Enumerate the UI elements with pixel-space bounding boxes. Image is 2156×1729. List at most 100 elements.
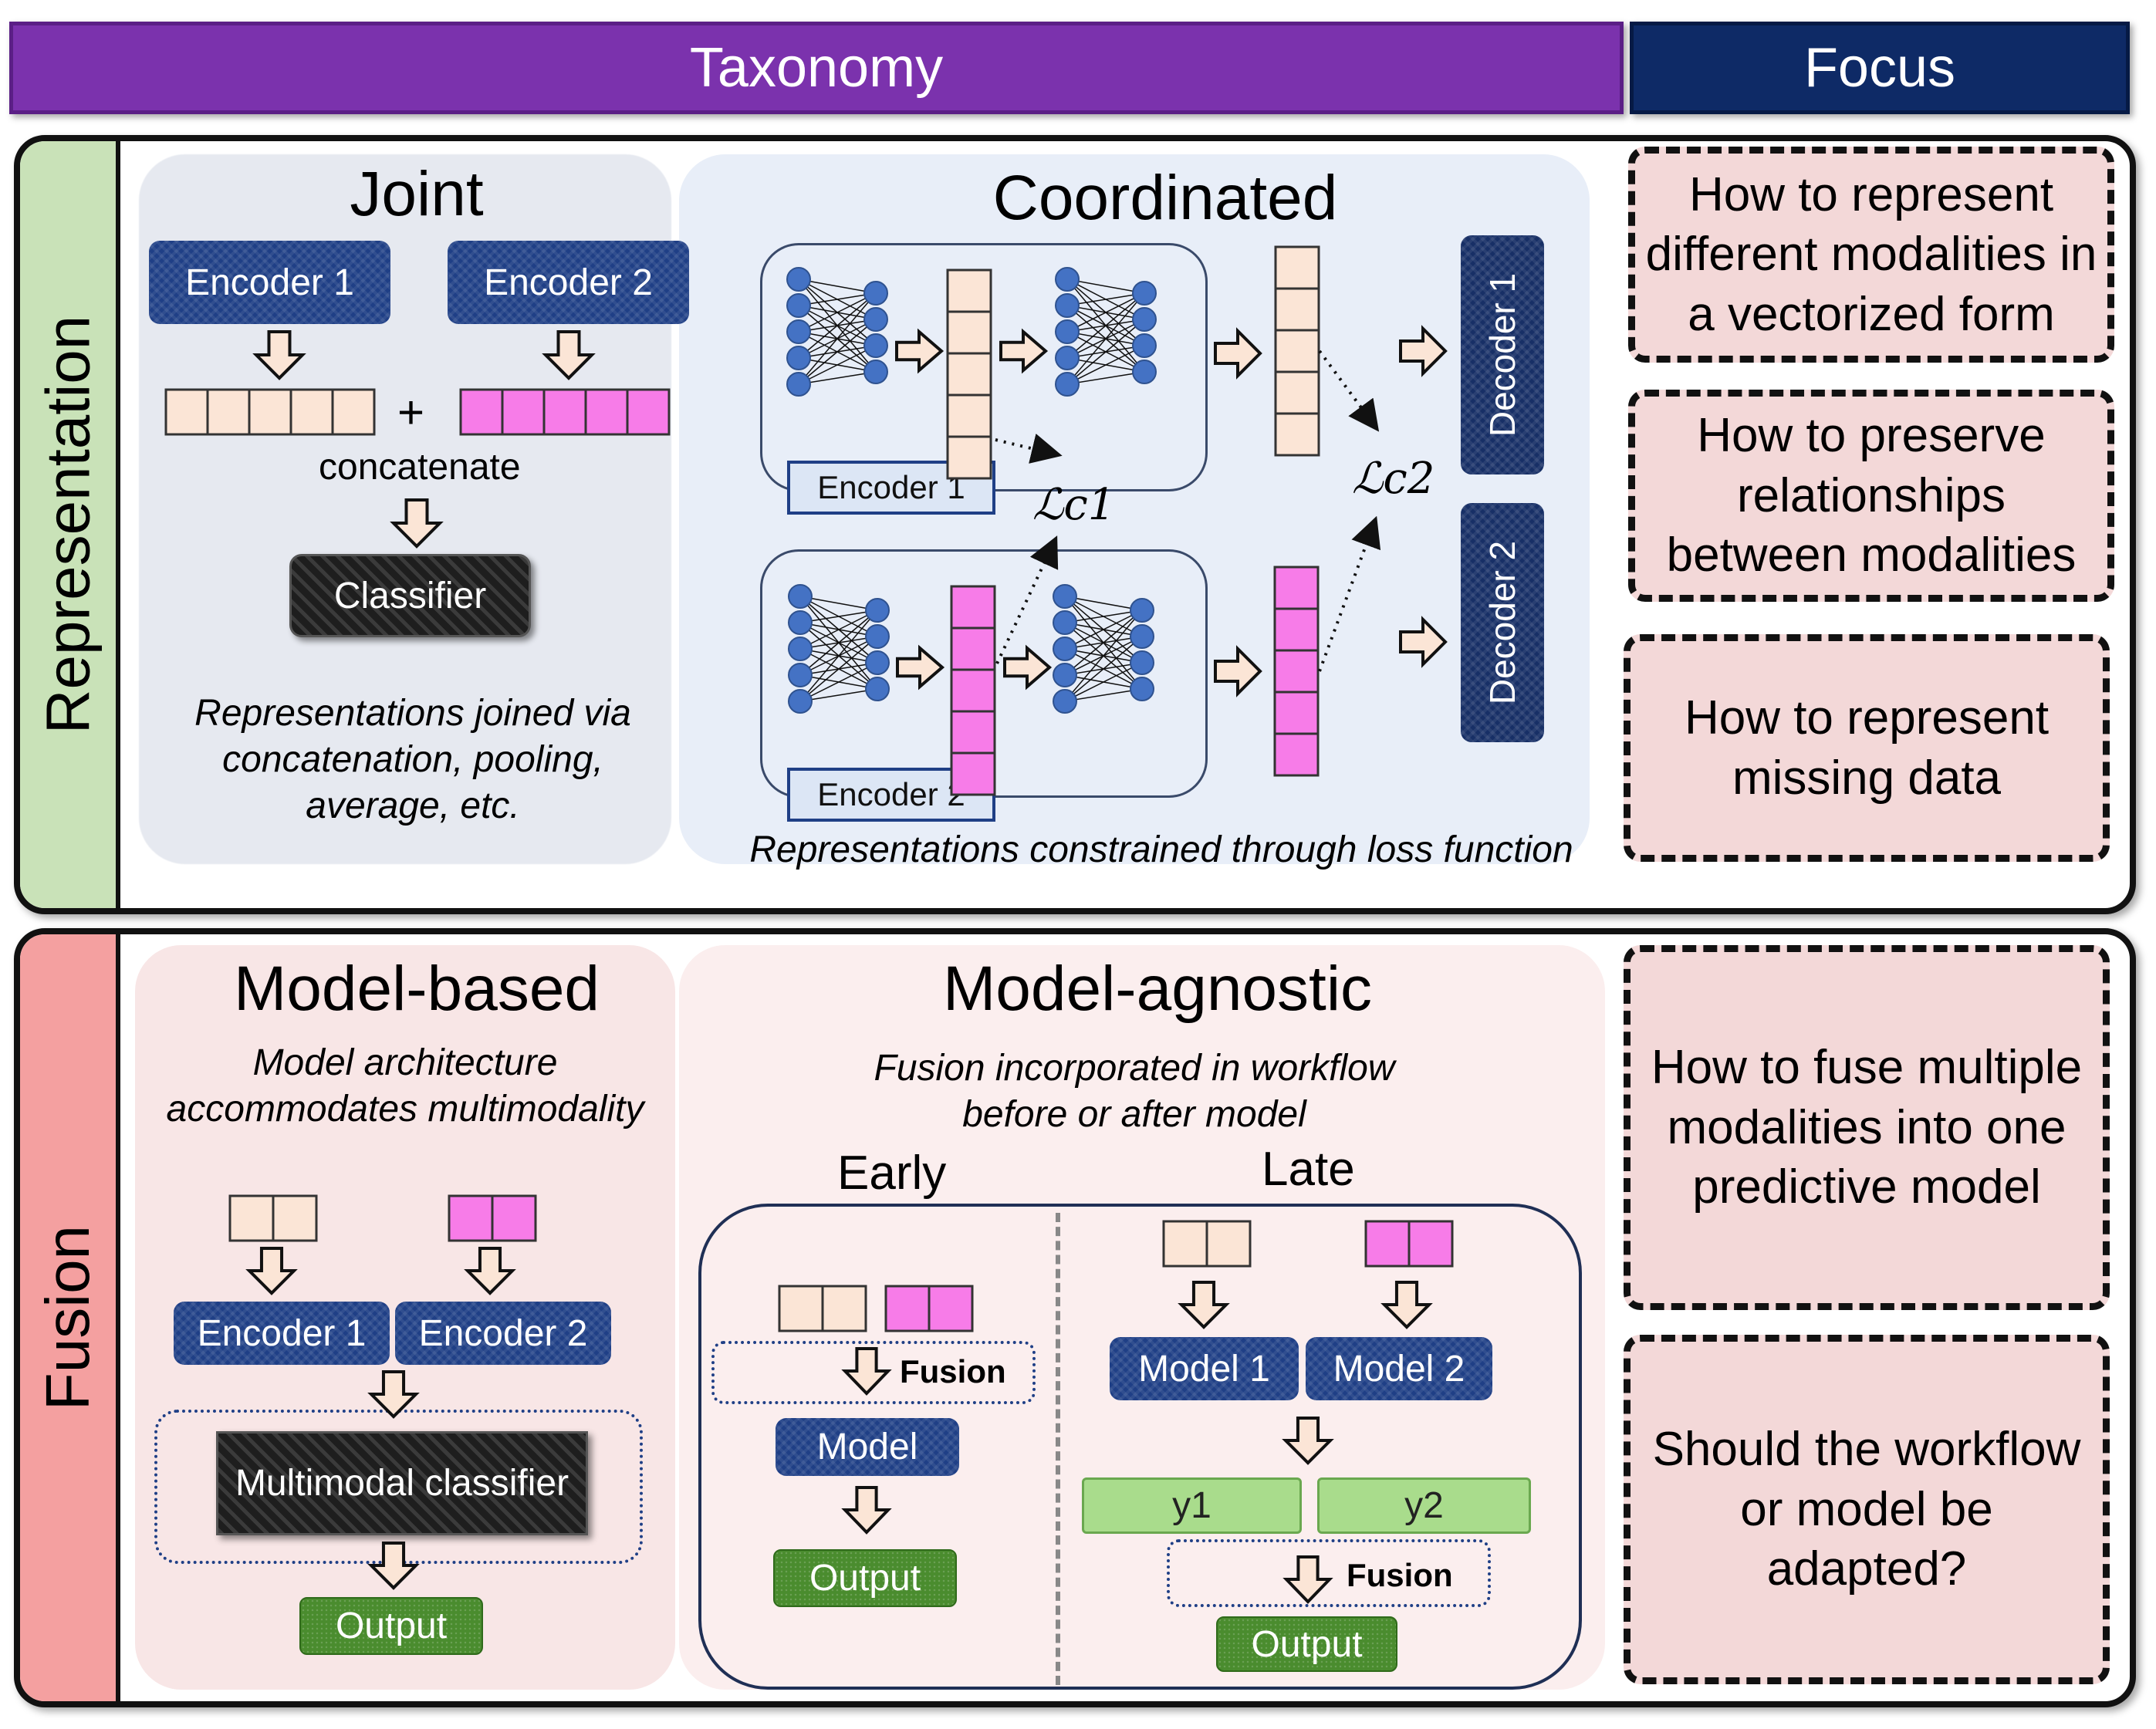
early-output: Output [773, 1549, 957, 1607]
coord-net-1b-edge [1066, 292, 1145, 385]
taxonomy-header: Taxonomy [9, 22, 1624, 114]
coord-net-1a-node [863, 333, 888, 358]
joint-caption: Representations joined via concatenation… [147, 691, 679, 829]
coord-output-1-cell [1274, 370, 1320, 415]
mb-modality-2-cell [448, 1194, 494, 1242]
late-modality-1-cell [1162, 1220, 1208, 1268]
coord-net-1a-edge [798, 345, 877, 385]
coord-latent-1-cell [946, 435, 992, 480]
coord-net-1a-edge [798, 292, 877, 306]
late-output: Output [1216, 1616, 1397, 1672]
joint-caption-line: Representations joined via [194, 693, 631, 734]
joint-arrow-icon [390, 498, 444, 549]
late-model-1: Model 1 [1110, 1337, 1299, 1400]
joint-concatenate-label: concatenate [319, 447, 521, 488]
joint-arrow-icon [542, 330, 596, 380]
coord-output-2-cell [1273, 649, 1320, 694]
model-agnostic-title: Model-agnostic [942, 954, 1373, 1024]
model-agnostic-workflow-box [698, 1204, 1582, 1690]
coord-output-1-cell [1274, 287, 1320, 332]
coord-latent-1-cell [946, 268, 992, 313]
joint-vector-2-cell [542, 388, 587, 436]
focus-vectorized-form: How to represent different modalities in… [1628, 147, 2114, 363]
coord-net-2a-edge [799, 596, 878, 611]
coord-output-2-cell [1273, 691, 1320, 735]
joint-vector-1-cell [248, 388, 292, 436]
coord-net-1b-node [1132, 307, 1157, 332]
coord-net-2b-node [1053, 584, 1077, 609]
coord-arrow-icon [1214, 645, 1262, 697]
early-arrow-icon [841, 1486, 892, 1535]
joint-vector-2-cell [584, 388, 629, 436]
coord-latent-2-cell [950, 751, 996, 796]
loss-c2-text: ℒc2 [1352, 454, 1435, 504]
joint-encoder-1: Encoder 1 [149, 241, 390, 324]
loss-c2-label: ℒc2 [1352, 454, 1435, 504]
coord-net-2a-node [865, 624, 890, 649]
joint-vector-1-cell [289, 388, 334, 436]
coord-output-1-cell [1274, 329, 1320, 373]
coord-net-1a-node [786, 346, 811, 370]
joint-arrow-icon [252, 330, 306, 380]
early-fusion-label: Fusion [900, 1353, 1006, 1390]
coord-net-1a-edge [798, 319, 877, 385]
early-arrow-icon [841, 1347, 892, 1396]
coord-net-1b-node [1055, 372, 1080, 397]
coord-net-2b-node [1053, 663, 1077, 687]
late-arrow-icon [1178, 1281, 1230, 1329]
coord-net-2b-node [1053, 689, 1077, 714]
coord-output-2-cell [1273, 732, 1320, 777]
early-modality-2-cell [928, 1285, 974, 1332]
late-fusion-box [1167, 1539, 1491, 1607]
model-agnostic-caption-line: Fusion incorporated in workflow [874, 1048, 1395, 1089]
coord-latent-1-cell [946, 393, 992, 438]
model-based-caption: Model architecture accommodates multimod… [139, 1040, 671, 1133]
coord-latent-2-cell [950, 668, 996, 713]
late-fusion-label: Fusion [1347, 1557, 1453, 1593]
model-based-output: Output [299, 1597, 483, 1655]
coordinated-title: Coordinated [992, 163, 1338, 233]
coord-net-2b-node [1053, 637, 1077, 661]
coord-net-2a-node [788, 689, 813, 714]
coord-net-1b-node [1132, 333, 1157, 358]
focus-adapt-workflow: Should the workflow or model be adapted? [1624, 1335, 2110, 1684]
early-modality-1-cell [778, 1285, 824, 1332]
coord-net-2a-edge [799, 610, 878, 650]
coord-arrow-icon [1003, 644, 1053, 691]
model-based-caption-line: Model architecture [252, 1042, 558, 1083]
joint-caption-line: average, etc. [306, 785, 520, 826]
coord-net-2b-edge [1064, 688, 1143, 702]
coord-net-2b-edge [1064, 636, 1143, 702]
coord-net-1b-edge [1066, 292, 1145, 359]
early-modality-1-cell [821, 1285, 867, 1332]
coord-net-1b-edge [1066, 371, 1145, 385]
loss-c1-arrow [995, 434, 1063, 464]
coord-net-2a-edge [799, 610, 878, 702]
coord-net-2b-edge [1064, 596, 1143, 611]
coord-net-1b-node [1055, 319, 1080, 344]
coord-net-1b-node [1055, 346, 1080, 370]
joint-vector-1-cell [206, 388, 251, 436]
coord-net-1a-node [786, 319, 811, 344]
taxonomy-header-label: Taxonomy [689, 37, 944, 99]
early-modality-2-cell [884, 1285, 931, 1332]
coord-arrow-icon [999, 328, 1049, 374]
coord-net-2a-edge [799, 610, 878, 623]
decoder-1: Decoder 1 [1461, 235, 1544, 474]
coord-net-2b-edge [1064, 662, 1143, 702]
decoder-2: Decoder 2 [1461, 503, 1544, 742]
fusion-side-label: Fusion [20, 934, 120, 1701]
focus-preserve-relationships: How to preserve relationships between mo… [1628, 390, 2114, 602]
coord-arrow-icon [1399, 325, 1448, 377]
coord-net-1b-edge [1066, 279, 1145, 294]
loss-c2-arrow [1318, 350, 1380, 432]
focus-missing-data: How to represent missing data [1624, 634, 2110, 862]
model-based-encoder-2: Encoder 2 [395, 1302, 611, 1365]
coord-net-2a-node [788, 584, 813, 609]
coord-arrow-icon [1214, 327, 1262, 380]
coord-latent-1-cell [946, 352, 992, 397]
coord-output-1-cell [1274, 245, 1320, 290]
joint-vector-2-cell [501, 388, 546, 436]
coord-net-2a-edge [799, 688, 878, 702]
